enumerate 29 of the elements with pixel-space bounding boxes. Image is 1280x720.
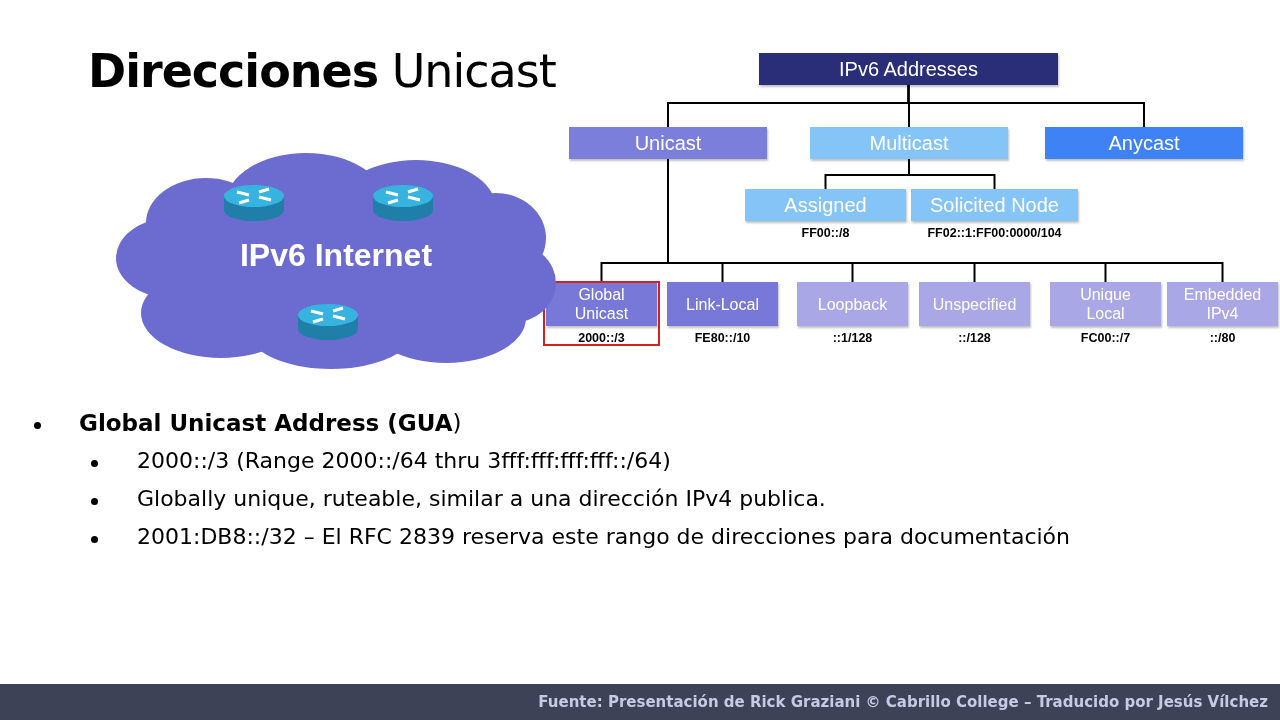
category-box: Unique Local	[1050, 282, 1161, 326]
prefix-label: FC00::/7	[1079, 331, 1132, 345]
cloud-label: IPv6 Internet	[239, 237, 433, 274]
source-caption: Fuente: Presentación de Rick Graziani © Cabrillo College – Traducido por Jesús Vílchez	[538, 693, 1268, 711]
category-box: Global Unicast	[546, 282, 657, 326]
prefix-label: FF00::/8	[800, 226, 851, 240]
category-box: IPv6 Addresses	[759, 53, 1058, 85]
prefix-label: 2000::/3	[577, 331, 626, 345]
bullet-text: Global Unicast Address (GUA)	[79, 410, 462, 436]
slide-title: Direcciones Unicast	[88, 44, 556, 98]
bullet-text: 2001:DB8::/32 – El RFC 2839 reserva este rango de direcciones para documentación	[137, 524, 1071, 549]
prefix-label: FF02::1:FF00:0000/104	[926, 226, 1063, 240]
prefix-label: FE80::/10	[693, 331, 752, 345]
category-box: Unspecified	[919, 282, 1030, 326]
bullet-text: Globally unique, ruteable, similar a una dirección IPv4 publica.	[137, 486, 826, 511]
prefix-label: ::/80	[1208, 331, 1237, 345]
category-box: Loopback	[797, 282, 908, 326]
category-box: Solicited Node	[911, 189, 1078, 221]
connector-line	[907, 84, 1145, 128]
category-box: Anycast	[1045, 127, 1243, 159]
bullet-text: 2000::/3 (Range 2000::/64 thru 3fff:fff:fff:fff::/64)	[137, 448, 671, 473]
connector-line	[908, 158, 996, 190]
category-box: Embedded IPv4	[1167, 282, 1278, 326]
category-box: Multicast	[810, 127, 1008, 159]
category-box: Unicast	[569, 127, 767, 159]
category-box: Assigned	[745, 189, 906, 221]
prefix-label: ::/128	[957, 331, 992, 345]
category-box: Link-Local	[667, 282, 778, 326]
prefix-label: ::1/128	[831, 331, 874, 345]
